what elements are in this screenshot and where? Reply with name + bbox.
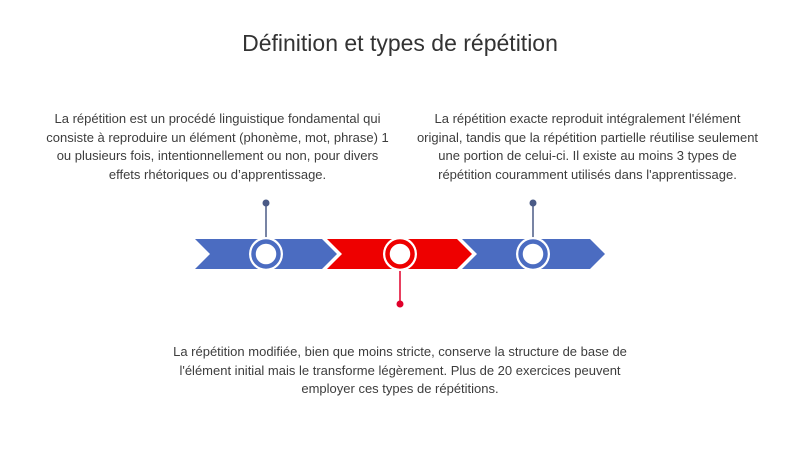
timeline-node-2 bbox=[383, 237, 417, 271]
timeline-node-1 bbox=[249, 237, 283, 271]
timeline-node-3 bbox=[516, 237, 550, 271]
connector-dot-3 bbox=[529, 199, 537, 207]
slide-title: Définition et types de répétition bbox=[242, 30, 558, 56]
text-block-definition: La répétition est un procédé linguistiqu… bbox=[46, 111, 389, 182]
connector-dot-1 bbox=[262, 199, 270, 207]
text-block-exact-partial: La répétition exacte reproduit intégrale… bbox=[416, 111, 759, 182]
connector-dot-2 bbox=[396, 300, 404, 308]
text-block-modified: La répétition modifiée, bien que moins s… bbox=[173, 344, 627, 396]
